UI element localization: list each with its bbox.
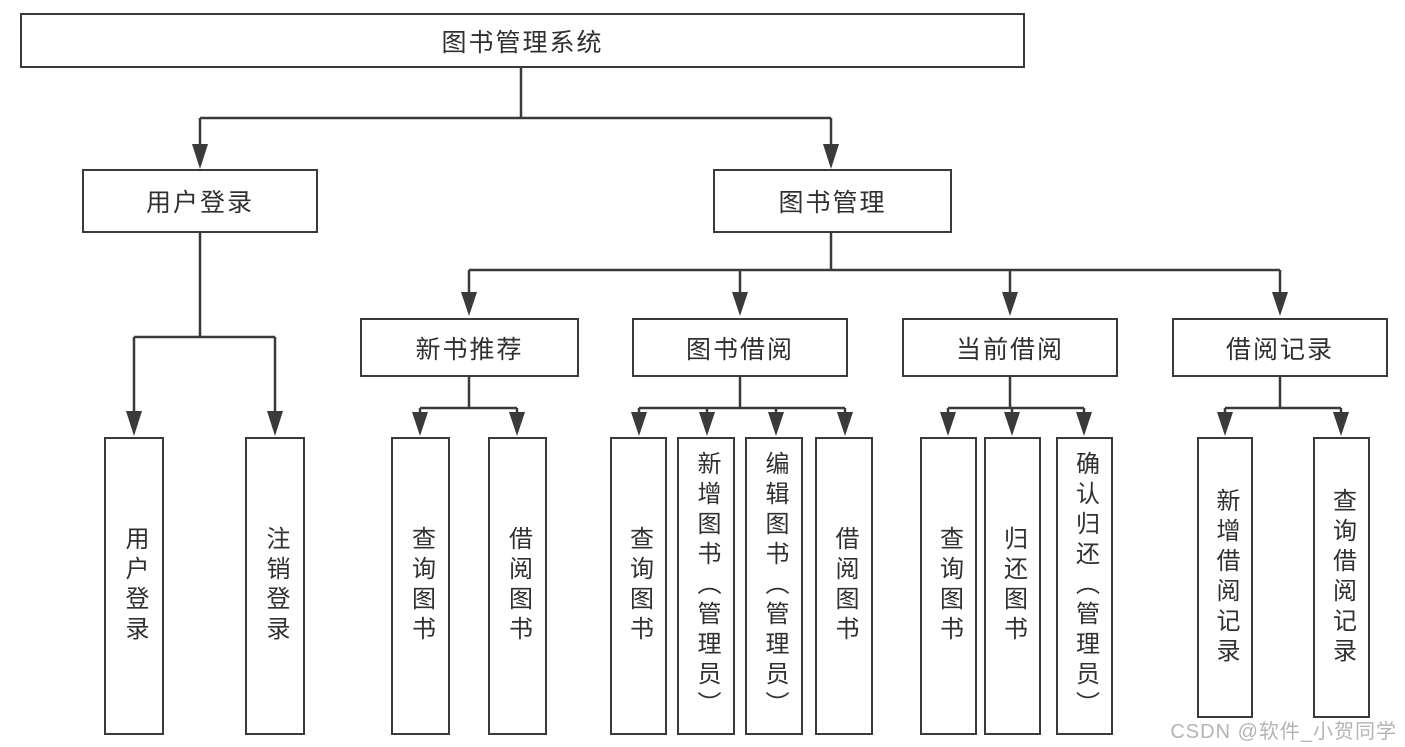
node-book-borrow: 图书借阅	[632, 318, 848, 377]
connector-new-book-recommend	[418, 377, 519, 414]
leaf-label: 查询图书	[625, 526, 653, 646]
arrowhead-icon	[1217, 412, 1233, 436]
arrowhead-icon	[192, 144, 208, 169]
arrowhead-icon	[267, 411, 283, 436]
leaf-label: 查询图书	[407, 526, 435, 646]
leaf-label: 归还图书	[999, 526, 1027, 646]
leaf-label: 查询图书	[935, 526, 963, 646]
leaf-label: 编辑图书（管理员）	[761, 451, 788, 721]
arrowhead-icon	[1004, 412, 1020, 436]
leaf-label: 查询借阅记录	[1328, 487, 1356, 668]
leaf-borrow-book: 借阅图书	[815, 437, 873, 735]
node-new-book-recommend: 新书推荐	[360, 318, 579, 377]
leaf-label: 新增借阅记录	[1212, 487, 1239, 668]
arrowhead-icon	[1002, 292, 1018, 316]
leaf-label: 新增图书（管理员）	[693, 451, 720, 721]
connector-book-borrow	[637, 377, 847, 414]
arrowhead-icon	[768, 412, 784, 436]
leaf-user-login: 用户登录	[104, 437, 164, 735]
node-borrow-records: 借阅记录	[1172, 318, 1388, 377]
leaf-query-book-borrow: 查询图书	[610, 437, 667, 735]
connector-root	[198, 68, 833, 146]
node-book-management: 图书管理	[713, 169, 952, 233]
leaf-label: 注销登录	[262, 526, 289, 646]
arrowhead-icon	[126, 411, 142, 436]
arrowhead-icon	[1272, 292, 1288, 316]
leaf-return-book: 归还图书	[984, 437, 1041, 735]
leaf-logout: 注销登录	[245, 437, 305, 735]
leaf-label: 确认归还（管理员）	[1071, 451, 1099, 721]
connector-book-management	[467, 233, 1282, 294]
arrowhead-icon	[732, 292, 748, 316]
leaf-label: 借阅图书	[504, 526, 532, 646]
leaf-edit-book-admin: 编辑图书（管理员）	[745, 437, 803, 735]
node-current-borrow: 当前借阅	[902, 318, 1118, 377]
arrowhead-icon	[412, 412, 428, 436]
leaf-label: 借阅图书	[831, 526, 858, 646]
connector-borrow-records	[1223, 377, 1343, 414]
arrowhead-icon	[837, 412, 853, 436]
arrowhead-icon	[940, 412, 956, 436]
leaf-add-borrow-record: 新增借阅记录	[1197, 437, 1253, 718]
arrowhead-icon	[461, 292, 477, 316]
arrowhead-icon	[823, 144, 839, 169]
arrowhead-icon	[509, 412, 525, 436]
leaf-query-book-recommend: 查询图书	[391, 437, 450, 735]
node-user-login: 用户登录	[82, 169, 318, 233]
leaf-add-book-admin: 新增图书（管理员）	[677, 437, 735, 735]
connector-user-login	[132, 233, 277, 413]
arrowhead-icon	[1333, 412, 1349, 436]
arrowhead-icon	[631, 412, 647, 436]
node-root: 图书管理系统	[20, 13, 1025, 68]
leaf-borrow-book-recommend: 借阅图书	[488, 437, 547, 735]
leaf-query-borrow-record: 查询借阅记录	[1313, 437, 1370, 718]
leaf-label: 用户登录	[121, 526, 148, 646]
arrowhead-icon	[699, 412, 715, 436]
arrowhead-icon	[1076, 412, 1092, 436]
connector-current-borrow	[946, 377, 1086, 414]
csdn-watermark: CSDN @软件_小贺同学	[1170, 721, 1397, 743]
leaf-confirm-return-admin: 确认归还（管理员）	[1056, 437, 1113, 735]
leaf-query-book-current: 查询图书	[920, 437, 977, 735]
